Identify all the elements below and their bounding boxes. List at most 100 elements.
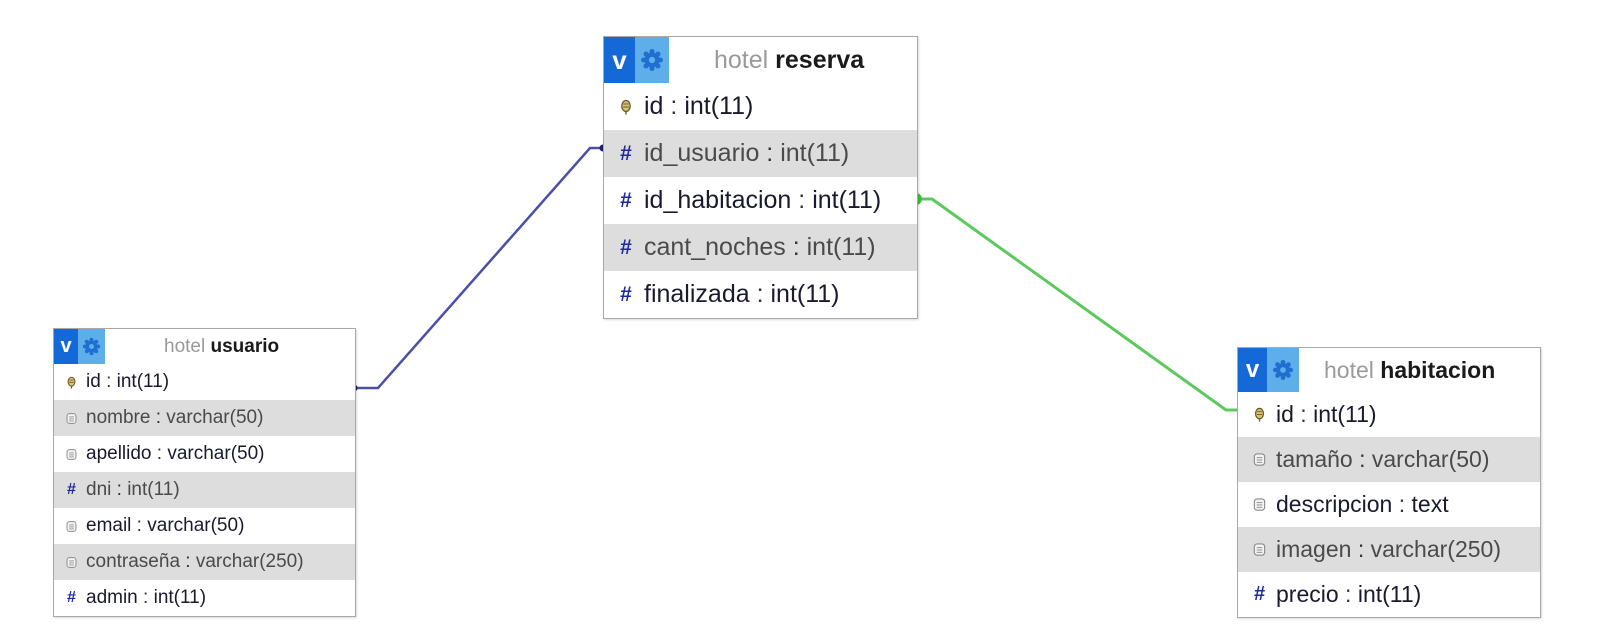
relation-line-usuario-reserva [354,146,603,390]
column-text: id_usuario : int(11) [644,139,849,168]
column-text: finalizada : int(11) [644,280,840,309]
text-field-icon [1251,542,1268,557]
column-type: int(11) [1313,401,1377,427]
column-name: admin [86,587,138,608]
column-separator: : [150,407,167,428]
column-type: varchar(50) [147,515,245,536]
column-type: int(11) [153,587,207,608]
column-type: int(11) [127,479,180,500]
hash-icon: # [620,141,632,165]
table-header[interactable]: v hotel reserva [604,37,917,83]
column-separator: : [1351,536,1371,562]
column-type: int(11) [116,371,170,392]
column-separator: : [180,551,196,572]
column-text: dni : int(11) [86,479,180,501]
column-text: admin : int(11) [86,587,206,609]
column-name: email [86,515,132,536]
column-separator: : [137,587,154,608]
column-text: nombre : varchar(50) [86,407,263,429]
column-text: cant_noches : int(11) [644,233,876,262]
gear-icon[interactable] [78,329,105,364]
column-text: imagen : varchar(250) [1276,536,1501,563]
key-icon [617,99,635,115]
database-name: hotel [714,46,769,74]
column-row-id[interactable]: id : int(11) [54,364,355,400]
toggle-columns-button[interactable]: v [1238,348,1267,392]
column-row-imagen[interactable]: imagen : varchar(250) [1238,527,1540,572]
column-name: id_habitacion [644,186,792,214]
hash-icon: # [620,188,632,212]
column-row-id[interactable]: id : int(11) [1238,392,1540,437]
column-text: contraseña : varchar(250) [86,551,304,573]
column-row-email[interactable]: email : varchar(50) [54,508,355,544]
column-text: apellido : varchar(50) [86,443,265,465]
column-row-nombre[interactable]: nombre : varchar(50) [54,400,355,436]
column-separator: : [663,92,685,120]
column-type: text [1411,491,1449,517]
relation-line-reserva-habitacion [916,197,1237,412]
column-name: descripcion [1276,491,1393,517]
column-name: cant_noches [644,233,786,261]
text-field-icon [1251,497,1268,512]
column-row-contraseña[interactable]: contraseña : varchar(250) [54,544,355,580]
hash-icon: # [620,235,632,259]
column-separator: : [785,233,807,261]
column-type: varchar(50) [166,407,264,428]
text-field-icon [64,520,79,533]
key-icon [64,376,79,389]
column-row-id[interactable]: id : int(11) [604,83,917,130]
column-text: precio : int(11) [1276,581,1421,608]
key-icon [1251,407,1268,422]
column-separator: : [131,515,148,536]
column-name: nombre [86,407,151,428]
column-row-id_habitacion[interactable]: # id_habitacion : int(11) [604,177,917,224]
column-row-apellido[interactable]: apellido : varchar(50) [54,436,355,472]
column-separator: : [759,139,781,167]
column-separator: : [100,371,117,392]
column-separator: : [111,479,128,500]
text-field-icon [1251,452,1268,467]
column-name: finalizada [644,280,750,308]
column-text: email : varchar(50) [86,515,244,537]
column-row-precio[interactable]: #precio : int(11) [1238,572,1540,617]
column-separator: : [791,186,813,214]
column-name: id [644,92,664,120]
gear-icon[interactable] [1267,348,1299,392]
column-name: imagen [1276,536,1352,562]
table-title[interactable]: hotel reserva [714,37,864,83]
text-field-icon [64,448,79,461]
table-header[interactable]: v hotel usuario [54,329,355,364]
column-type: varchar(50) [1371,446,1490,472]
column-separator: : [1338,581,1358,607]
hash-icon: # [67,589,76,606]
column-name: id [1276,401,1294,427]
column-type: int(11) [684,92,754,120]
column-row-cant_noches[interactable]: # cant_noches : int(11) [604,224,917,271]
column-name: precio [1276,581,1339,607]
column-row-tamaño[interactable]: tamaño : varchar(50) [1238,437,1540,482]
column-row-descripcion[interactable]: descripcion : text [1238,482,1540,527]
table-title[interactable]: hotel usuario [164,329,279,364]
column-row-admin[interactable]: # admin : int(11) [54,580,355,616]
column-row-dni[interactable]: #dni : int(11) [54,472,355,508]
column-type: varchar(250) [1370,536,1501,562]
toggle-columns-button[interactable]: v [54,329,78,364]
toggle-columns-button[interactable]: v [604,37,635,83]
column-separator: : [749,280,771,308]
column-separator: : [1293,401,1314,427]
column-row-finalizada[interactable]: #finalizada : int(11) [604,271,917,318]
column-text: tamaño : varchar(50) [1276,446,1490,473]
table-name: reserva [775,46,865,74]
column-text: id_habitacion : int(11) [644,186,881,215]
table-header[interactable]: v hotel habitacion [1238,348,1540,392]
column-text: descripcion : text [1276,491,1449,518]
column-row-id_usuario[interactable]: # id_usuario : int(11) [604,130,917,177]
column-separator: : [1352,446,1372,472]
database-name: hotel [164,336,206,357]
table-title[interactable]: hotel habitacion [1324,348,1495,392]
gear-icon[interactable] [635,37,669,83]
text-field-icon [64,556,79,569]
